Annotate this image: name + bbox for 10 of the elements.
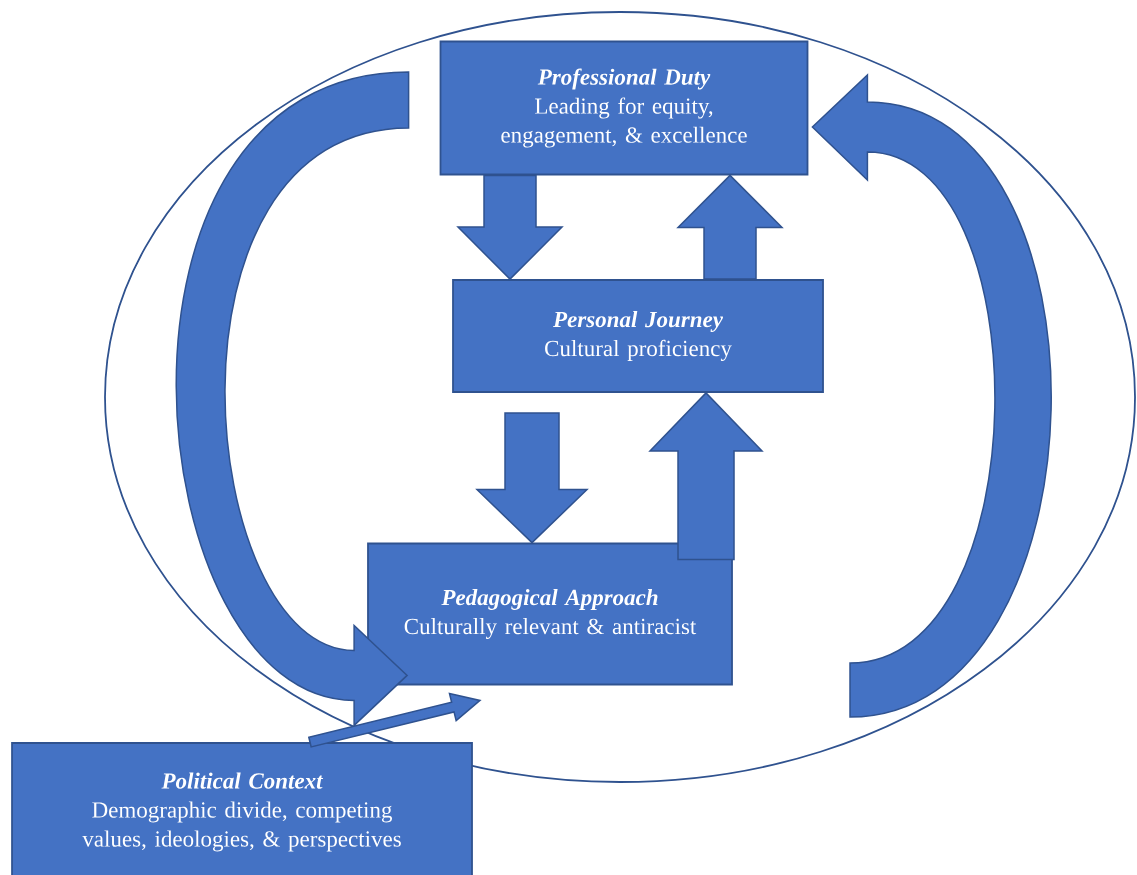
- arrow: [307, 692, 482, 748]
- concept-box: Political Context Demographic divide, competing values, ideologies, & perspectives: [11, 742, 473, 875]
- block-arrow: [456, 174, 564, 281]
- curved-arrow: [175, 71, 410, 727]
- block-arrow: [475, 412, 589, 544]
- block-arrow: [648, 391, 764, 561]
- block-arrow: [676, 174, 784, 280]
- concept-box: Pedagogical Approach Culturally relevant & antiracist: [367, 542, 733, 686]
- concept-box: Professional Duty Leading for equity, engagement, & excellence: [439, 40, 809, 176]
- concept-box: Personal Journey Cultural proficiency: [452, 279, 824, 393]
